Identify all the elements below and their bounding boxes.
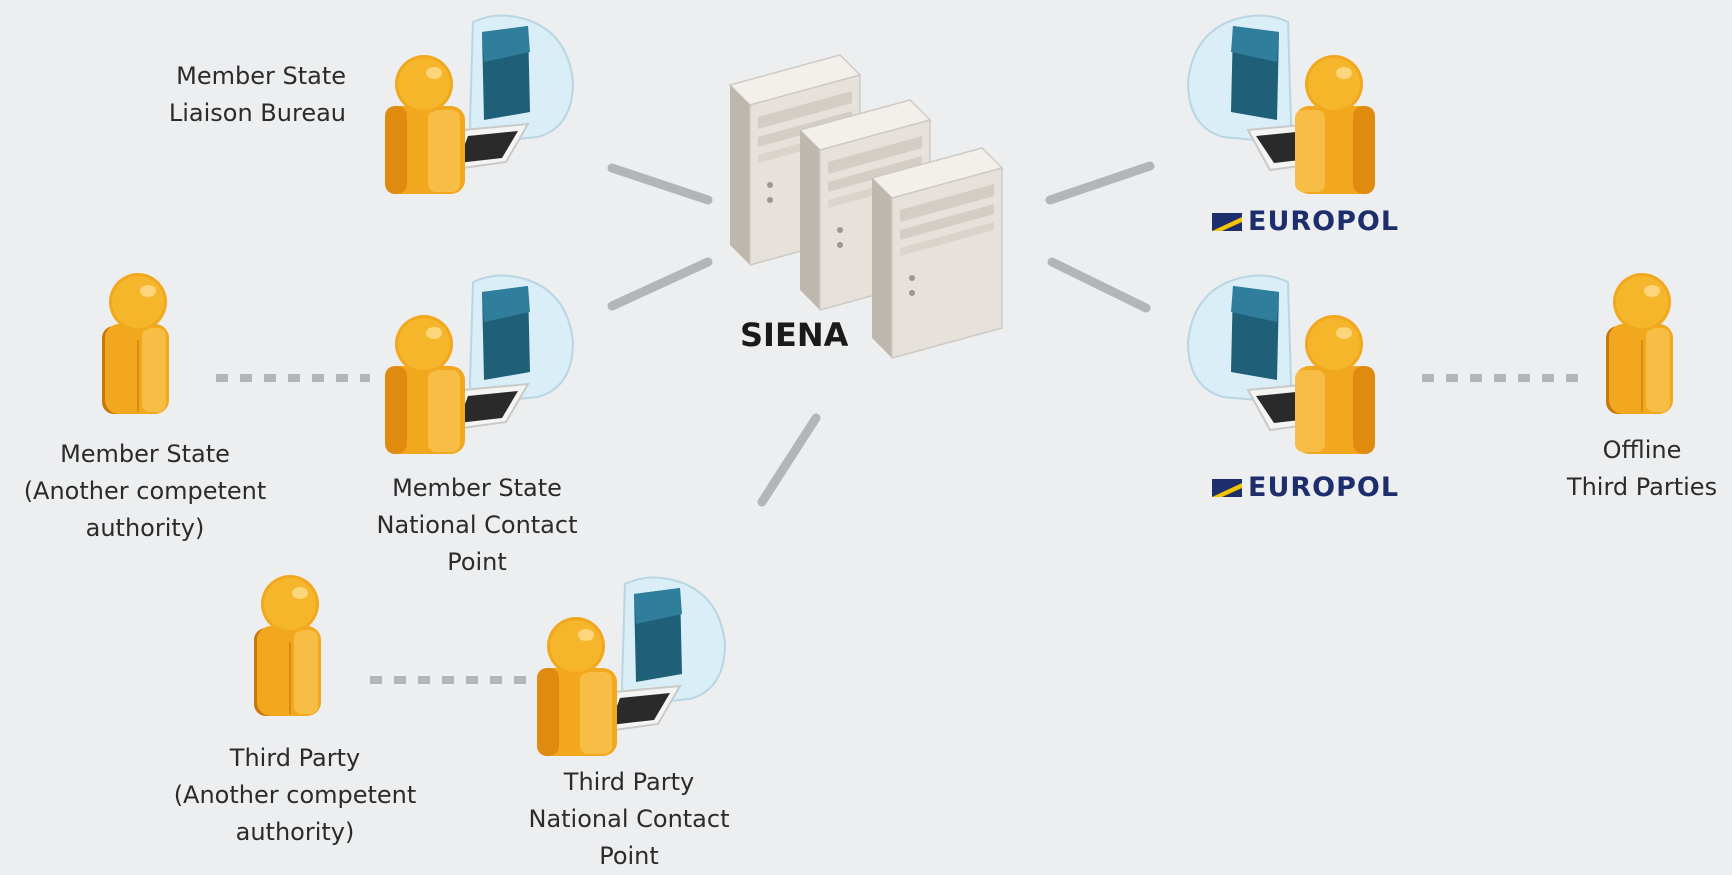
person-icon-ms-authority [101, 272, 170, 415]
workstation-icon-tp-ncp [536, 576, 726, 757]
person-icon-offline [1605, 272, 1674, 415]
label-ms-competent-authority: Member State (Another competent authorit… [4, 436, 286, 547]
siena-hub-label: SIENA [740, 316, 849, 354]
label-line: National Contact [528, 805, 730, 833]
label-line: authority) [235, 818, 355, 846]
europol-flag-icon [1212, 478, 1242, 497]
connector-europol-bottom [1047, 257, 1151, 313]
workstation-icon-ms-ncp [384, 274, 574, 455]
label-line: Member State [392, 474, 562, 502]
connector-tp-ncp [757, 413, 821, 507]
europol-flag-icon [1212, 212, 1242, 231]
workstation-icon-europol-top [1187, 14, 1376, 196]
label-line: Member State [60, 440, 230, 468]
label-line: Liaison Bureau [168, 99, 346, 127]
label-line: Third Party [229, 744, 361, 772]
label-line: Point [599, 842, 659, 870]
europol-logo-text: EUROPOL [1248, 472, 1400, 503]
label-tp-national-contact-point: Third Party National Contact Point [508, 764, 750, 875]
connector-ms-ncp [607, 257, 713, 311]
connector-europol-top [1045, 161, 1155, 205]
europol-logo-text: EUROPOL [1248, 206, 1400, 237]
person-icon-tp-authority [253, 574, 322, 717]
europol-logo-top: EUROPOL [1212, 206, 1399, 237]
label-offline-third-parties: Offline Third Parties [1558, 432, 1726, 506]
connector-liaison [607, 163, 713, 205]
label-line: authority) [85, 514, 205, 542]
workstation-icon-europol-bottom [1187, 274, 1376, 455]
server-cluster-icon [729, 54, 1003, 359]
label-ms-liaison-bureau: Member State Liaison Bureau [169, 58, 346, 132]
label-line: Third Party [563, 768, 695, 796]
label-line: Offline [1602, 436, 1682, 464]
label-line: Member State [176, 62, 346, 90]
label-ms-national-contact-point: Member State National Contact Point [356, 470, 598, 581]
label-line: Point [447, 548, 507, 576]
label-tp-competent-authority: Third Party (Another competent authority… [154, 740, 436, 851]
label-line: Third Parties [1566, 473, 1718, 501]
label-line: (Another competent [173, 781, 417, 809]
europol-logo-bottom: EUROPOL [1212, 472, 1399, 503]
label-line: National Contact [376, 511, 578, 539]
label-line: (Another competent [23, 477, 267, 505]
workstation-icon-liaison [384, 14, 574, 196]
connector-lines [607, 161, 1155, 507]
dotted-connectors [216, 374, 1578, 684]
